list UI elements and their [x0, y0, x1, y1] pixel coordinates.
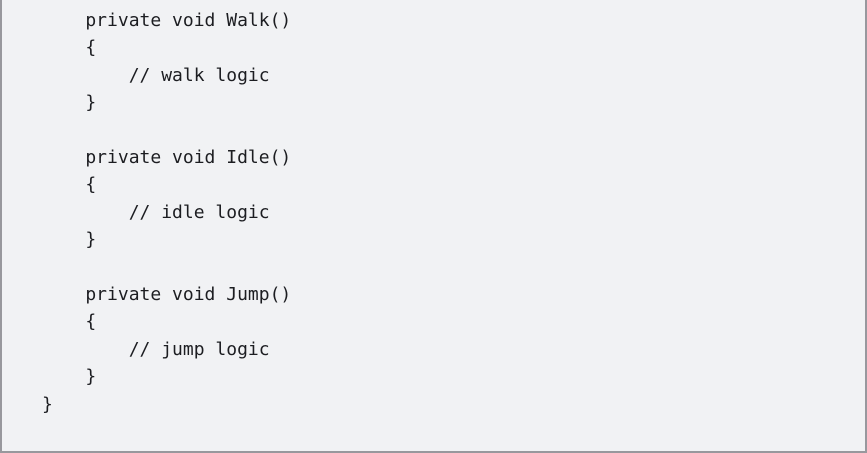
code-text: private void Walk() { // walk logic } pr…	[42, 10, 292, 415]
